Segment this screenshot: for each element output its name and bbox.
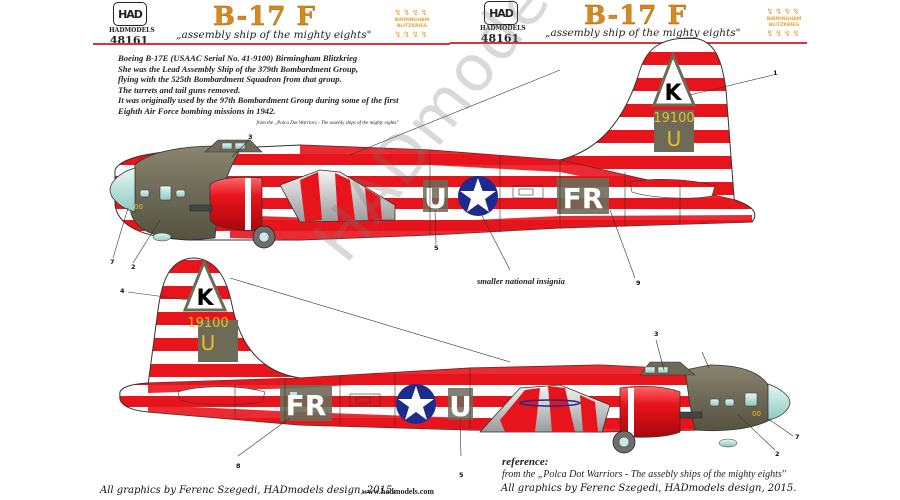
had-logo: HAD <box>484 1 518 25</box>
fuselage-code: FR <box>563 182 604 215</box>
tail-code: U <box>201 331 216 355</box>
tail-letter: K <box>196 286 214 311</box>
callout-7: 7 <box>795 433 800 441</box>
sheet-title: B-17 F <box>213 2 316 32</box>
tail-letter: K <box>664 81 682 106</box>
aircraft-profile-bottom: K 19100 U 00 U <box>119 257 794 457</box>
insignia-note: smaller national insignia <box>477 276 565 286</box>
badge-line-2: BLITZKRIEG <box>396 24 428 29</box>
callout-9: 9 <box>636 279 641 287</box>
lightning-bolt-icon: ↯↯↯↯ <box>394 8 430 17</box>
credit-left: All graphics by Ferenc Szegedi, HADmodel… <box>100 485 396 496</box>
lightning-bolt-icon: ↯↯↯↯ <box>766 29 802 38</box>
description-line: Boeing B-17E (USAAC Serial No. 41-9100) … <box>118 53 358 63</box>
badge-line-1: BIRMINGHAM <box>394 18 430 23</box>
fuselage-letter: U <box>449 390 472 423</box>
description-line: The turrets and tail guns removed. <box>118 84 241 95</box>
aircraft-profile-top: K 19100 U 00 U <box>109 37 774 279</box>
lightning-bolt-icon: ↯↯↯↯ <box>766 7 802 16</box>
reference-text: from the „Polca Dot Warriors - The asseb… <box>502 469 787 480</box>
tail-serial: 19100 <box>653 111 694 126</box>
callout-3: 3 <box>248 133 253 141</box>
nose-number: 00 <box>134 203 143 211</box>
description-line: flying with the 525th Bombardment Squadr… <box>118 74 342 85</box>
header-rule <box>450 42 807 44</box>
description-source: from the „Polca Dot Warriors - The asseb… <box>256 120 399 126</box>
callout-5: 5 <box>434 244 439 252</box>
callout-5: 5 <box>459 471 464 479</box>
brand-label: HADMODELS <box>109 27 155 34</box>
brand-label: HADMODELS <box>480 25 526 32</box>
description-line: Eighth Air Force bombing missions in 194… <box>118 105 276 116</box>
description-line: It was originally used by the 97th Bomba… <box>118 95 399 106</box>
callout-4: 4 <box>120 287 125 295</box>
callout-3: 3 <box>654 330 659 338</box>
sheet-subtitle: „assembly ship of the mighty eights" <box>176 29 372 41</box>
callout-7: 7 <box>110 258 115 266</box>
badge-line-1: BIRMINGHAM <box>766 17 802 22</box>
fuselage-code: FR <box>286 389 327 422</box>
callout-2: 2 <box>775 450 780 458</box>
blitzkrieg-badge: ↯↯↯↯ BIRMINGHAM BLITZKRIEG ↯↯↯↯ <box>766 7 802 39</box>
product-code: 48161 <box>480 32 520 45</box>
sheet-subtitle: „assembly ship of the mighty eights" <box>545 27 741 39</box>
lightning-bolt-icon: ↯↯↯↯ <box>394 30 430 39</box>
reference-heading: reference: <box>502 456 549 468</box>
badge-line-2: BLITZKRIEG <box>768 23 800 28</box>
nose-number: 00 <box>752 410 761 418</box>
callout-1: 1 <box>773 69 778 77</box>
tail-serial: 19100 <box>187 316 228 331</box>
sheet-title: B-17 F <box>584 1 687 31</box>
callout-8: 8 <box>236 462 241 470</box>
header-rule <box>93 43 450 45</box>
had-logo: HAD <box>113 2 147 26</box>
description-line: She was the Lead Assembly Ship of the 37… <box>118 63 359 74</box>
callout-2: 2 <box>131 263 136 271</box>
aircraft-description: Boeing B-17E (USAAC Serial No. 41-9100) … <box>118 53 399 129</box>
tail-code: U <box>667 127 682 151</box>
blitzkrieg-badge: ↯↯↯↯ BIRMINGHAM BLITZKRIEG ↯↯↯↯ <box>394 8 430 40</box>
credit-right: All graphics by Ferenc Szegedi, HADmodel… <box>501 483 797 494</box>
website-link[interactable]: www.hadmodels.com <box>362 487 435 496</box>
